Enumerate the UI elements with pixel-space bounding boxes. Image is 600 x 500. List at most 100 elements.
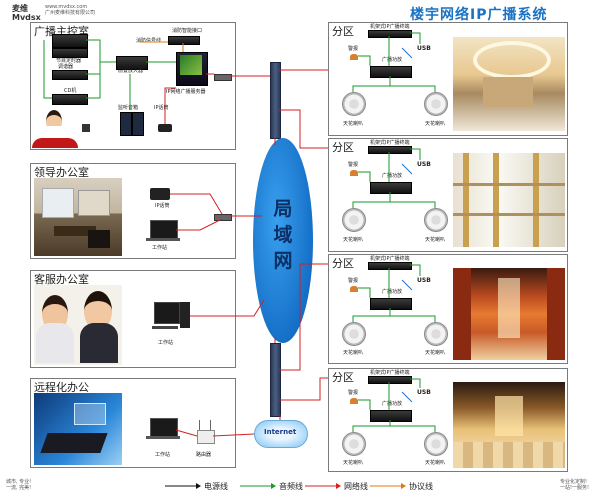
laptop-base [146,436,180,439]
desktop-keyboard [152,326,178,329]
network-line [176,218,223,231]
zone-alarm-label: 警报 [348,390,359,396]
zone-photo-mall [453,37,565,131]
zone-alarm-label: 警报 [348,162,359,168]
office-photo [34,178,122,256]
fire-interface-device [168,36,200,45]
label-workstation: 工作站 [155,452,171,458]
ceiling-speaker-left [342,322,366,346]
page-title: 楼宇网络IP广播系统 [410,7,548,23]
internet-cloud [254,420,308,448]
zone-amp-device [370,66,412,78]
zone-alarm-label: 警报 [348,46,359,52]
internet-label: Internet [264,428,297,436]
audio-line [86,74,101,99]
network-line [164,87,176,124]
label-server: IP网络广播服务器 [166,89,206,95]
audio-line [86,39,116,63]
control-room-wiring [43,39,270,124]
timer-device [52,34,88,48]
mini-switch-control [214,74,232,81]
router-antenna-2 [210,420,211,430]
zone-usb-label: USB [417,161,431,168]
zone-speaker-left-label: 天花喇叭 [343,121,364,127]
label-tuner: 调谐器 [58,64,74,70]
zone-title: 分区 [332,25,354,38]
network-line [212,433,255,437]
zone-terminal-label: 机架式IP广播终端 [370,370,410,376]
network-line [175,429,198,437]
zone-speaker-right-label: 天花喇叭 [425,460,446,466]
zone-terminal-device [368,262,412,270]
zone-usb-label: USB [417,389,431,396]
ip-mic-device [158,124,172,132]
alarm-icon [350,286,358,292]
operator-photo [32,108,78,148]
zone-title: 分区 [332,257,354,270]
router-icon [197,430,215,444]
operator-mic [82,124,90,132]
zone-terminal-device [368,146,412,154]
panel-title: 领导办公室 [34,166,89,179]
legend-network-label: 网络线 [344,482,368,491]
panel-title: 远程化办公 [34,381,89,394]
core-switch-bottom [270,343,281,417]
zone-terminal-label: 机架式IP广播终端 [370,24,410,30]
zone-terminal-label: 机架式IP广播终端 [370,140,410,146]
ceiling-speaker-left [342,432,366,456]
lan-cloud [253,138,313,343]
ceiling-speaker-right [424,432,448,456]
zone-terminal-label: 机架式IP广播终端 [370,256,410,262]
desktop-monitor-icon [154,302,180,324]
alarm-icon [350,170,358,176]
tuner-device [52,70,88,80]
zone-photo-hallway [453,382,565,468]
zone-speaker-left-label: 天花喇叭 [343,460,364,466]
router-antenna-1 [199,420,200,430]
panel-title: 客服办公室 [34,273,89,286]
label-fire-signal: 消防信号线 [136,38,162,44]
zone-amp-label: 广播功放 [382,289,403,295]
network-line [170,193,223,215]
label-cd: CD机 [64,88,77,94]
legend-protocol-arrow [401,483,406,489]
zone-usb-label: USB [417,277,431,284]
zone-title: 分区 [332,141,354,154]
monitor-speaker [120,112,132,136]
footer-slogan-left: 城市, 专业!一流, 完美! [6,479,32,491]
legend-network-arrow [336,483,341,489]
monitor-speaker-2 [132,112,144,136]
zone-title: 分区 [332,371,354,384]
alarm-icon [350,398,358,404]
footer-slogan-right: 专业化定制!一站!一服务! [560,479,590,491]
zone-alarm-label: 警报 [348,278,359,284]
zone-amp-label: 广播功放 [382,401,403,407]
zone-photo-atrium [453,153,565,247]
service-photo [34,285,122,365]
zone-speaker-left-label: 天花喇叭 [343,350,364,356]
label-fire-port: 消防智能接口 [172,28,203,34]
service-remote-wiring [175,299,281,437]
zone-usb-label: USB [417,45,431,52]
ceiling-speaker-right [424,208,448,232]
mini-switch-leader [214,214,232,221]
server-screen [180,55,202,75]
zone-amp-device [370,298,412,310]
label-router: 路由器 [196,452,212,458]
lan-label: 局域网 [273,198,293,272]
label-amplifier: 前置放大器 [118,68,144,74]
zone-speaker-left-label: 天花喇叭 [343,237,364,243]
legend-audio-arrow [271,483,276,489]
zone-amp-label: 广播功放 [382,57,403,63]
zone-terminal-device [368,30,412,38]
ceiling-speaker-right [424,92,448,116]
audio-line [43,40,52,99]
timer-device-2 [52,48,88,58]
desktop-tower-icon [180,302,190,328]
cd-device [52,94,88,105]
leader-wiring [170,193,262,231]
